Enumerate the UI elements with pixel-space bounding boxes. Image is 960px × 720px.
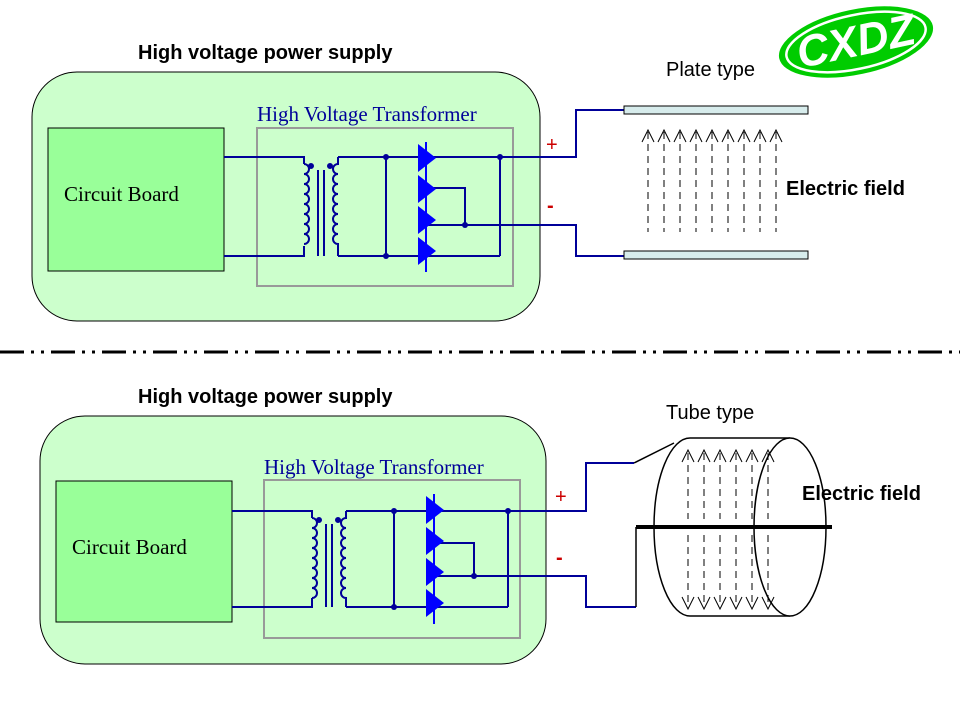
- tube-outer-lead: [633, 442, 675, 464]
- bottom-circuit-board: [55, 480, 233, 623]
- top-field-label: Electric field: [786, 178, 905, 200]
- top-circuit-board: [47, 127, 225, 272]
- top-upper-plate: [623, 105, 809, 115]
- top-circuit-board-label: Circuit Board: [64, 182, 179, 206]
- tube-field-arrowheads: [681, 448, 775, 611]
- top-lower-plate: [623, 250, 809, 260]
- top-field-arrowheads: [641, 128, 783, 143]
- top-section: High voltage power supply Circuit Board …: [31, 42, 905, 322]
- top-minus-sign: -: [547, 195, 554, 217]
- tube-field-lines: [687, 453, 769, 605]
- bottom-field-label: Electric field: [802, 483, 921, 505]
- bottom-transformer-label: High Voltage Transformer: [264, 455, 484, 479]
- bottom-transformer-box: [263, 479, 521, 639]
- top-diode-stack: [418, 142, 436, 272]
- top-wiring: [224, 109, 624, 257]
- bottom-minus-sign: -: [556, 547, 563, 569]
- top-supply-title: High voltage power supply: [138, 42, 393, 64]
- bottom-junctions: [391, 508, 511, 610]
- bottom-supply-title: High voltage power supply: [138, 386, 393, 408]
- top-transformer-label: High Voltage Transformer: [257, 102, 477, 126]
- top-transformer-box: [256, 127, 514, 287]
- cxdz-logo: CXDZ: [775, 3, 937, 81]
- bottom-section: High voltage power supply Circuit Board …: [39, 386, 921, 665]
- bottom-circuit-board-label: Circuit Board: [72, 535, 187, 559]
- bottom-diode-stack: [426, 494, 444, 624]
- top-field-lines: [647, 132, 777, 232]
- top-transformer-coil: [303, 157, 339, 256]
- top-junctions: [383, 154, 503, 259]
- bottom-transformer-coil: [311, 511, 347, 607]
- top-type-label: Plate type: [666, 59, 755, 81]
- top-plus-sign: +: [546, 134, 558, 156]
- bottom-type-label: Tube type: [666, 402, 754, 424]
- bottom-plus-sign: +: [555, 486, 567, 508]
